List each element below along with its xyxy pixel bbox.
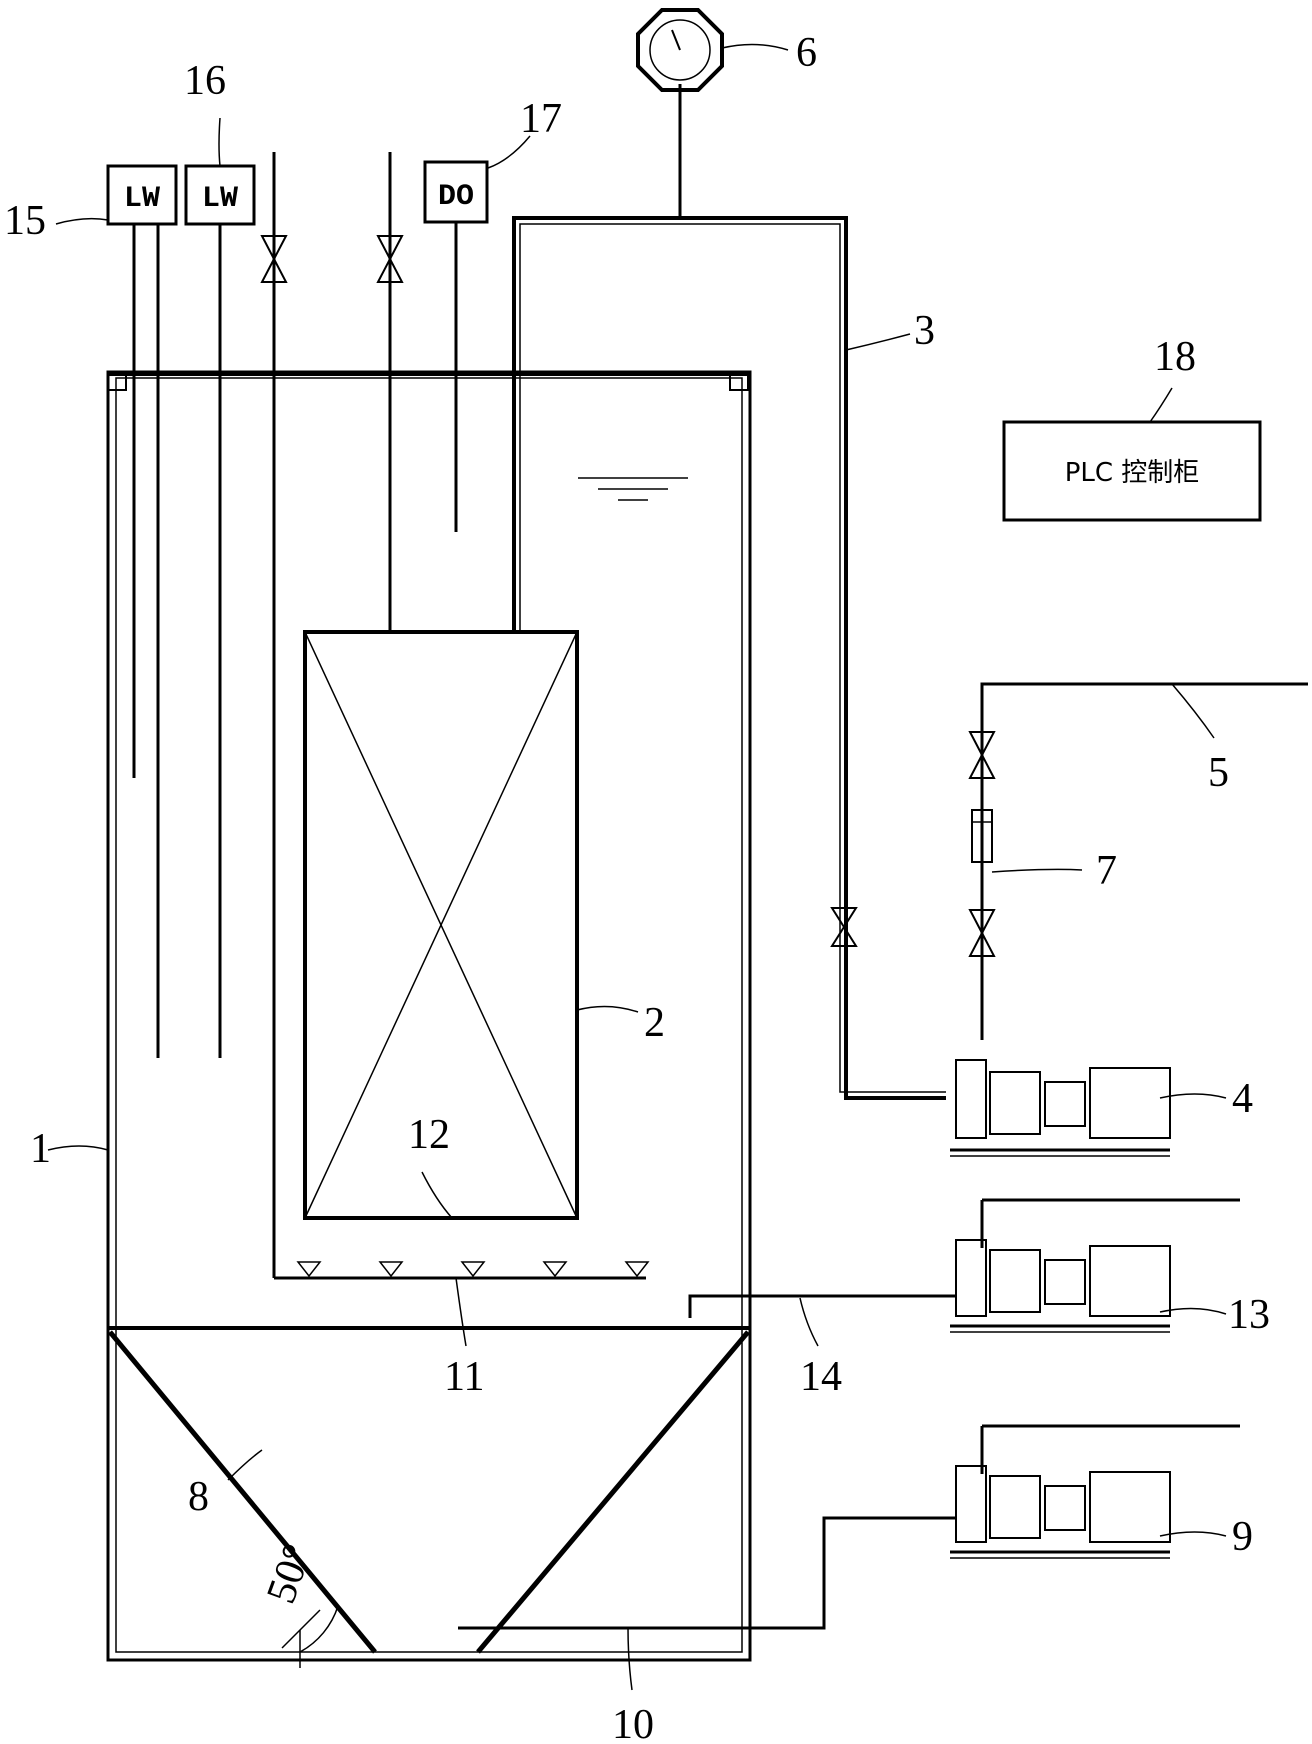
label-3: 3 bbox=[914, 308, 935, 354]
label-18: 18 bbox=[1154, 334, 1196, 380]
leader-lines bbox=[47, 43, 1227, 1691]
pump-13 bbox=[688, 1198, 1240, 1333]
label-1: 1 bbox=[30, 1126, 51, 1172]
angle-label: 50° bbox=[258, 1538, 321, 1609]
membrane-vent-pipe bbox=[376, 152, 404, 632]
tank bbox=[106, 370, 752, 1662]
label-12: 12 bbox=[408, 1112, 450, 1158]
do-label: DO bbox=[438, 180, 474, 214]
pressure-gauge-icon bbox=[636, 8, 724, 92]
lw-label-2: LW bbox=[202, 182, 238, 216]
label-8: 8 bbox=[188, 1474, 209, 1520]
label-6: 6 bbox=[796, 30, 817, 76]
label-9: 9 bbox=[1232, 1514, 1253, 1560]
plc-cabinet: PLC 控制柜 bbox=[1002, 420, 1262, 522]
plc-label: PLC 控制柜 bbox=[1065, 458, 1200, 488]
label-13: 13 bbox=[1228, 1292, 1270, 1338]
aeration-pipe bbox=[260, 152, 650, 1280]
do-sensor bbox=[423, 160, 489, 532]
label-16: 16 bbox=[184, 58, 226, 104]
permeate-pipe bbox=[512, 84, 946, 1100]
label-15: 15 bbox=[4, 198, 46, 244]
membrane-module bbox=[303, 630, 579, 1220]
label-10: 10 bbox=[612, 1702, 654, 1744]
backwash-line bbox=[968, 682, 1308, 1040]
pump-9 bbox=[458, 1424, 1240, 1630]
label-11: 11 bbox=[444, 1354, 484, 1400]
lw-label-1: LW bbox=[124, 182, 160, 216]
label-4: 4 bbox=[1232, 1076, 1253, 1122]
label-14: 14 bbox=[800, 1354, 842, 1400]
level-sensors bbox=[106, 164, 256, 1058]
pump-4 bbox=[950, 1059, 1171, 1157]
label-7: 7 bbox=[1096, 848, 1117, 894]
label-2: 2 bbox=[644, 1000, 665, 1046]
sludge-hopper bbox=[108, 1330, 750, 1668]
label-17: 17 bbox=[520, 96, 562, 142]
label-5: 5 bbox=[1208, 750, 1229, 796]
